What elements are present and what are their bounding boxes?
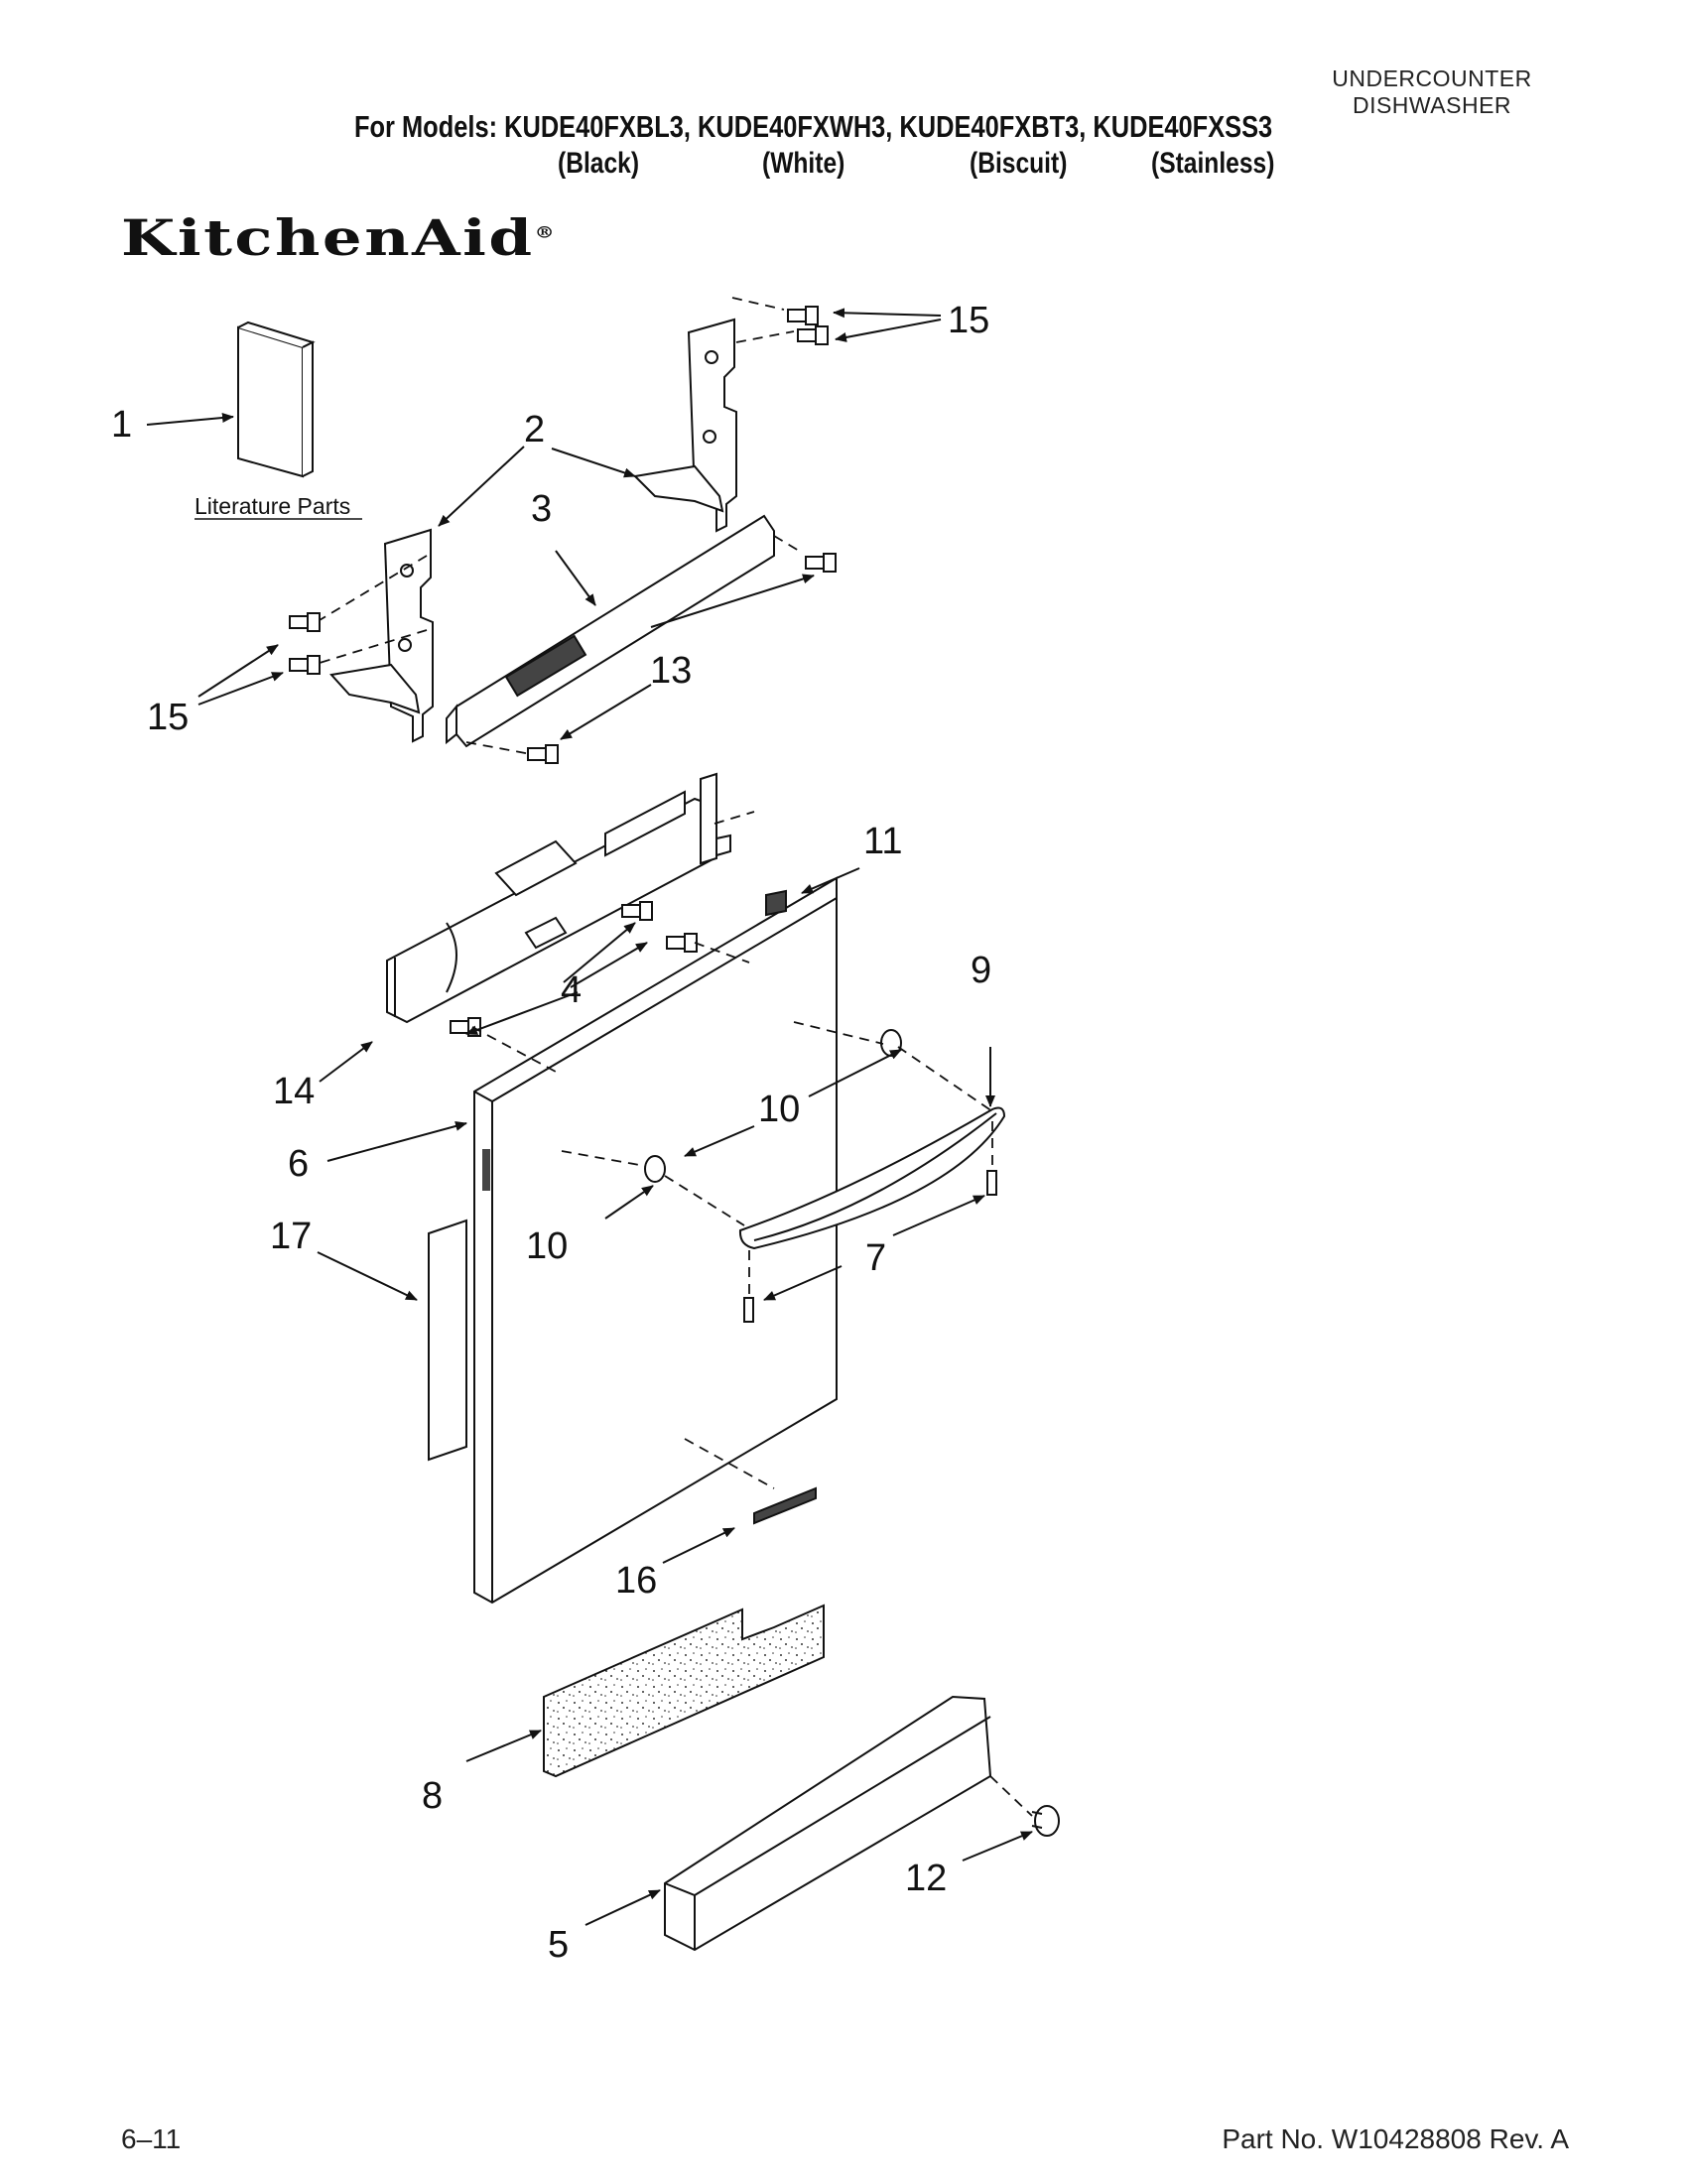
brand-logo: KitchenAid® xyxy=(121,208,557,267)
alignment-lines xyxy=(319,297,1033,1817)
brand-wordmark: KitchenAid xyxy=(121,208,535,267)
category-line-1: UNDERCOUNTER xyxy=(1332,65,1532,91)
callout-15-left: 15 xyxy=(147,697,189,738)
registered-mark: ® xyxy=(534,222,558,242)
mounting-bracket-right xyxy=(632,318,737,533)
callout-13: 13 xyxy=(650,650,692,692)
callout-15-top: 15 xyxy=(948,300,989,341)
literature-booklet xyxy=(237,321,316,478)
callout-leaders xyxy=(146,308,1033,1926)
callout-17: 17 xyxy=(270,1216,312,1257)
callout-3: 3 xyxy=(531,488,552,530)
door-handle xyxy=(738,1106,1006,1250)
door-insulation-strip xyxy=(428,1219,467,1462)
part-number: Part No. W10428808 Rev. A xyxy=(1222,2123,1569,2154)
callout-10-left: 10 xyxy=(526,1225,568,1267)
bracket-screws xyxy=(289,306,829,675)
color-white: (White) xyxy=(762,147,845,180)
callout-4: 4 xyxy=(561,969,582,1011)
color-black: (Black) xyxy=(558,147,640,180)
callout-5: 5 xyxy=(548,1924,569,1966)
door-clip xyxy=(765,889,787,917)
callout-11: 11 xyxy=(863,821,902,862)
callout-9: 9 xyxy=(971,950,991,991)
callout-7: 7 xyxy=(865,1237,886,1279)
handle-studs xyxy=(743,1170,997,1323)
callout-12: 12 xyxy=(905,1858,947,1899)
appliance-category: UNDERCOUNTER DISHWASHER xyxy=(1303,65,1561,119)
callout-14: 14 xyxy=(273,1071,315,1112)
handle-end-caps xyxy=(644,1029,902,1183)
kickplate-screw xyxy=(1031,1805,1060,1837)
color-stainless: (Stainless) xyxy=(1151,147,1275,180)
callout-16: 16 xyxy=(615,1560,657,1602)
kickplate xyxy=(664,1695,992,1952)
mounting-bracket-left xyxy=(329,528,434,743)
category-line-2: DISHWASHER xyxy=(1352,92,1512,118)
foam-insulation xyxy=(543,1604,825,1778)
nameplate-badge xyxy=(753,1486,817,1525)
callout-1: 1 xyxy=(111,404,132,446)
access-panel xyxy=(446,514,775,748)
control-console xyxy=(386,772,731,1024)
literature-parts-label: Literature Parts xyxy=(195,493,350,519)
panel-screws xyxy=(527,553,837,764)
color-biscuit: (Biscuit) xyxy=(970,147,1068,180)
callout-10-right: 10 xyxy=(758,1089,800,1130)
callout-6: 6 xyxy=(288,1143,309,1185)
date-code: 6–11 xyxy=(121,2123,182,2154)
models-line: For Models: KUDE40FXBL3, KUDE40FXWH3, KU… xyxy=(354,109,1273,144)
callout-2: 2 xyxy=(524,409,545,450)
callout-8: 8 xyxy=(422,1775,443,1817)
